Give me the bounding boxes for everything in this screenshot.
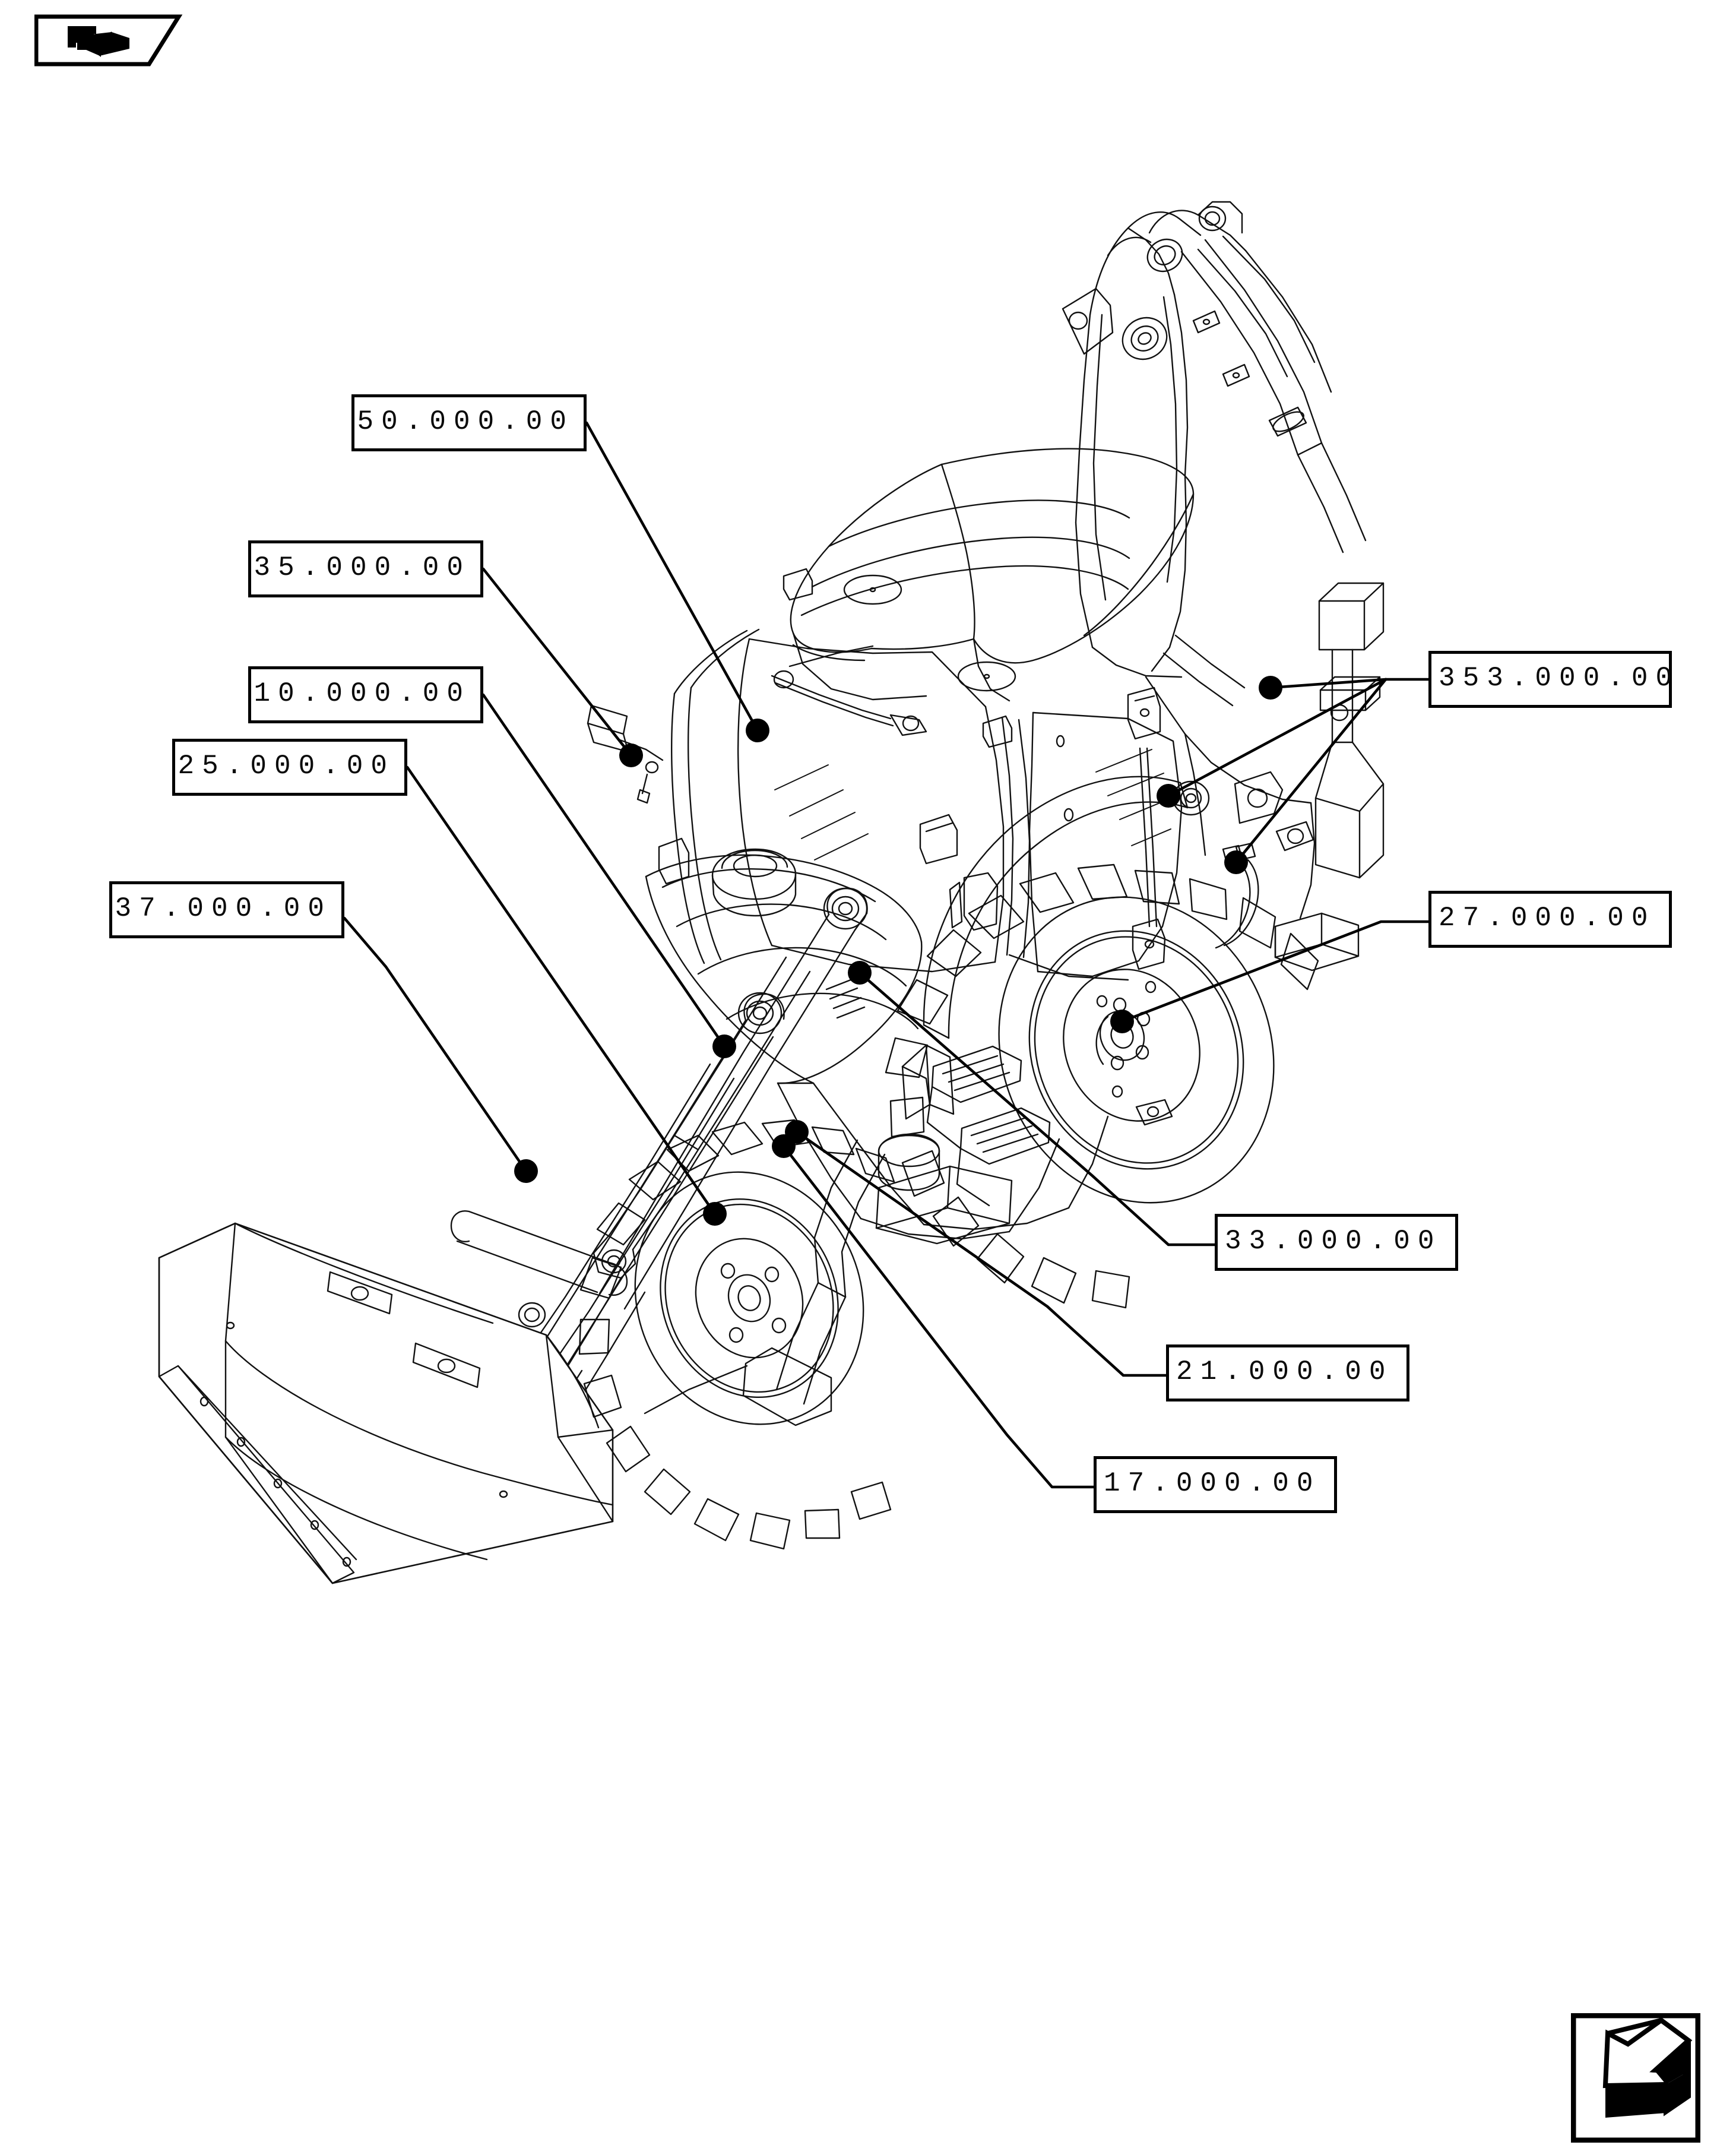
- callout-box-35-000-00[interactable]: 35.000.00: [248, 540, 483, 597]
- swing-tower: [1145, 676, 1316, 919]
- callout-label: 37.000.00: [115, 893, 332, 924]
- callout-box-17-000-00[interactable]: 17.000.00: [1094, 1456, 1337, 1513]
- leader-lines: [343, 421, 1430, 1489]
- loader-arms: [450, 887, 868, 1511]
- callout-label: 21.000.00: [1176, 1356, 1393, 1387]
- callout-box-50-000-00[interactable]: 50.000.00: [351, 394, 587, 451]
- callout-box-21-000-00[interactable]: 21.000.00: [1166, 1344, 1409, 1401]
- engine-hood: [645, 837, 923, 1084]
- callout-box-33-000-00[interactable]: 33.000.00: [1215, 1214, 1458, 1271]
- leader-dots: [514, 676, 1282, 1226]
- callout-box-353-000-00[interactable]: 353.000.00: [1428, 651, 1672, 708]
- front-wheel-left: [578, 1119, 895, 1550]
- callout-label: 25.000.00: [178, 751, 395, 782]
- callout-box-25-000-00[interactable]: 25.000.00: [172, 739, 407, 796]
- callout-label: 10.000.00: [254, 678, 471, 709]
- orientation-icon-top-left: [34, 14, 183, 67]
- callout-label: 353.000.00: [1439, 663, 1680, 694]
- cab-roof: [783, 448, 1195, 748]
- callout-label: 17.000.00: [1104, 1468, 1321, 1499]
- callout-label: 35.000.00: [254, 552, 471, 583]
- stabilizer-legs: [1274, 582, 1385, 972]
- loader-bucket: [158, 1222, 614, 1584]
- hydraulic-hoses: [1215, 842, 1259, 949]
- chassis: [644, 1045, 1109, 1426]
- callout-label: 33.000.00: [1225, 1226, 1442, 1257]
- rear-fender: [901, 776, 1189, 1120]
- callout-box-37-000-00[interactable]: 37.000.00: [109, 881, 344, 938]
- cab-structure: [587, 628, 1183, 981]
- orientation-icon-bottom-right: [1571, 2013, 1700, 2143]
- callout-label: 27.000.00: [1439, 903, 1656, 934]
- callout-box-27-000-00[interactable]: 27.000.00: [1428, 891, 1672, 948]
- callout-label: 50.000.00: [357, 406, 574, 437]
- callout-box-10-000-00[interactable]: 10.000.00: [248, 666, 483, 723]
- backhoe-boom: [1062, 201, 1332, 678]
- backhoe-cylinders: [1162, 239, 1367, 707]
